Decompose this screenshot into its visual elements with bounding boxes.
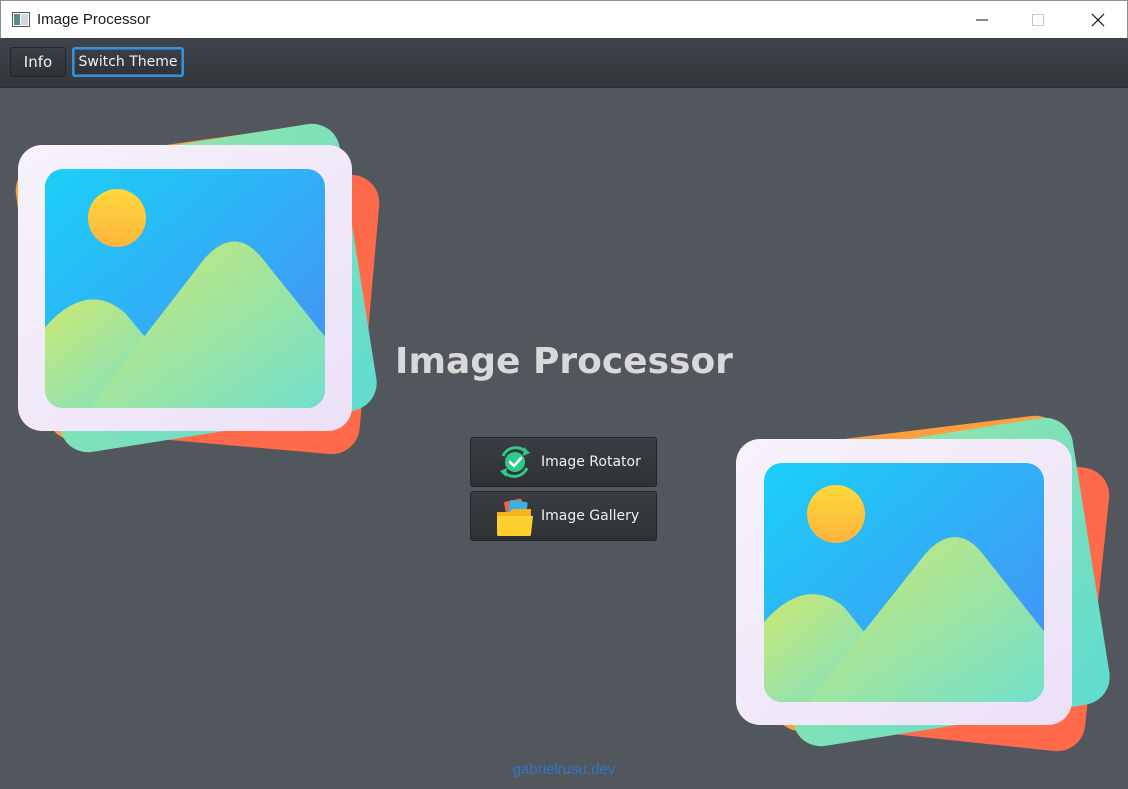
app-icon — [12, 12, 30, 27]
photo-stack-icon — [736, 415, 1110, 752]
maximize-button[interactable] — [1015, 1, 1061, 38]
website-link[interactable]: gabrielrusu.dev — [512, 761, 616, 778]
title-bar: Image Processor — [0, 0, 1128, 39]
image-gallery-label: Image Gallery — [541, 508, 640, 524]
main-panel: Image Processor Image Rotator Image Gall… — [0, 89, 1128, 789]
switch-theme-button[interactable]: Switch Theme — [72, 47, 184, 77]
toolbar: Info Switch Theme — [0, 39, 1128, 88]
image-rotator-label: Image Rotator — [541, 454, 641, 470]
image-gallery-button[interactable]: Image Gallery — [470, 491, 657, 541]
maximize-icon — [1032, 13, 1044, 26]
minimize-button[interactable] — [959, 1, 1005, 38]
close-icon — [1091, 13, 1105, 26]
rotate-check-icon — [500, 446, 530, 478]
minimize-icon — [976, 19, 988, 20]
window-title: Image Processor — [37, 11, 151, 28]
info-button[interactable]: Info — [10, 47, 66, 77]
app-title: Image Processor — [395, 341, 733, 382]
close-button[interactable] — [1075, 1, 1121, 38]
image-rotator-button[interactable]: Image Rotator — [470, 437, 657, 487]
photo-stack-icon — [15, 123, 380, 455]
folder-gallery-icon — [497, 498, 533, 536]
